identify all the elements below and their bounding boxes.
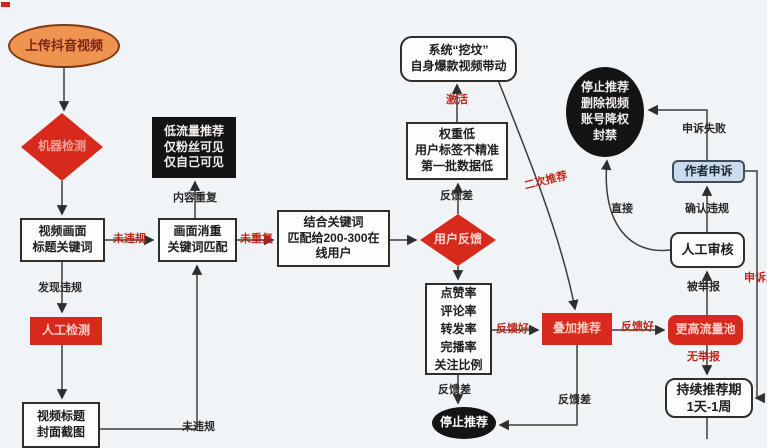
node-higher-pool-label: 更高流量池 [675, 322, 736, 337]
node-dedup-line2: 关键词匹配 [167, 240, 228, 254]
edge-label-feedback-good-right: 反馈好 [621, 321, 654, 333]
node-author-appeal-label: 作者申诉 [684, 163, 733, 178]
connector-author-appeal-to-stop-delete [647, 104, 708, 160]
node-keyword-line2: 匹配给200-300在 [287, 230, 380, 245]
node-grave-line1: 系统“挖坟” [428, 43, 489, 58]
node-system-grave-digging: 系统“挖坟” 自身爆款视频带动 [400, 36, 517, 82]
node-stop-delete-ban: 停止推荐 删除视频 账号降权 封禁 [566, 67, 644, 157]
connector-manual-review-direct-to-stop-delete [600, 159, 671, 252]
node-continuous-line1: 持续推荐期 [676, 381, 742, 397]
node-title-cover-line2: 封面截图 [36, 425, 85, 439]
corner-red-mark [1, 2, 10, 7]
node-title-cover-line1: 视频标题 [36, 409, 85, 424]
edge-label-content-duplicate: 内容重复 [173, 192, 217, 204]
edge-label-feedback-good-left: 反馈好 [496, 323, 529, 335]
node-upload-video: 上传抖音视频 [8, 24, 120, 68]
node-stop-delete-line4: 封禁 [592, 127, 617, 142]
node-manual-detect: 人工检测 [30, 317, 102, 345]
node-metrics-line1: 点赞率 [440, 286, 477, 300]
node-low-traffic-line1: 低流量推荐 [163, 123, 224, 138]
connector-author-appeal-to-continuous [745, 170, 765, 404]
node-metrics-line4: 完播率 [440, 340, 477, 354]
node-keyword-line3: 线用户 [315, 246, 352, 261]
node-title-cover-screenshot: 视频标题 封面截图 [22, 402, 100, 448]
edge-label-activate: 激活 [446, 94, 468, 106]
edge-label-appeal-success: 申诉成功 [744, 272, 767, 284]
node-keyword-line1: 结合关键词 [303, 214, 364, 229]
edge-label-feedback-bad-top: 反馈差 [440, 190, 473, 202]
node-metrics-line2: 评论率 [440, 304, 477, 318]
node-stop-delete-line3: 账号降权 [580, 112, 629, 126]
connector-stacked-to-stop-recommend [498, 345, 578, 431]
node-video-frame-keywords: 视频画面 标题关键词 [20, 218, 105, 262]
node-low-traffic-recommend: 低流量推荐 仅粉丝可见 仅自己可见 [152, 117, 236, 178]
node-metrics-line5: 关注比例 [434, 358, 483, 372]
node-low-traffic-line3: 仅自己可见 [163, 155, 224, 170]
edge-label-reported: 被举报 [687, 281, 720, 293]
edge-label-not-duplicate: 未重复 [240, 233, 273, 245]
node-stacked-recommend-label: 叠加推荐 [552, 321, 601, 336]
node-low-weight-line1: 权重低 [438, 127, 475, 142]
connector-lines [56, 68, 765, 439]
node-stop-delete-line2: 删除视频 [580, 96, 629, 111]
edge-label-appeal-failed: 申诉失败 [682, 123, 726, 135]
node-metrics-line3: 转发率 [440, 322, 477, 336]
node-higher-traffic-pool: 更高流量池 [668, 315, 743, 345]
edge-label-feedback-bad-stacked: 反馈差 [558, 394, 591, 406]
node-manual-detect-label: 人工检测 [41, 323, 90, 338]
node-stop-delete-line1: 停止推荐 [580, 80, 629, 95]
edge-label-not-violating-bottom: 未违规 [182, 421, 215, 433]
node-low-weight-line2: 用户标签不精准 [414, 143, 499, 158]
connector-grave-digging-to-stacked [497, 79, 579, 311]
node-upload-video-label: 上传抖音视频 [24, 38, 103, 54]
node-stop-recommend-label: 停止推荐 [439, 415, 488, 430]
node-user-feedback-label: 用户反馈 [433, 232, 482, 247]
node-grave-line2: 自身爆款视频带动 [410, 59, 507, 73]
node-machine-check-label: 机器检测 [37, 139, 86, 154]
node-keyword-match-users: 结合关键词 匹配给200-300在 线用户 [277, 210, 390, 267]
node-manual-review-label: 人工审核 [681, 242, 734, 258]
node-continuous-recommend-period: 持续推荐期 1天-1周 [665, 378, 753, 418]
node-low-weight-reasons: 权重低 用户标签不精准 第一批数据低 [406, 122, 508, 180]
edge-label-violation-found: 发现违规 [38, 282, 82, 294]
node-video-frame-line1: 视频画面 [38, 224, 87, 239]
node-frame-dedup-keyword-match: 画面消重 关键词匹配 [158, 218, 237, 262]
node-stop-recommend: 停止推荐 [432, 407, 496, 439]
node-engagement-metrics: 点赞率 评论率 转发率 完播率 关注比例 [425, 283, 492, 375]
node-stacked-recommend: 叠加推荐 [542, 313, 612, 345]
node-low-traffic-line2: 仅粉丝可见 [163, 139, 224, 154]
edge-label-not-violating-top: 未违规 [113, 233, 146, 245]
node-author-appeal: 作者申诉 [672, 160, 745, 183]
node-video-frame-line2: 标题关键词 [32, 240, 93, 254]
node-dedup-line1: 画面消重 [173, 224, 222, 239]
edge-label-direct: 直接 [611, 203, 633, 215]
edge-label-no-report: 无举报 [687, 351, 720, 363]
node-low-weight-line3: 第一批数据低 [420, 158, 493, 173]
node-continuous-line2: 1天-1周 [686, 399, 732, 414]
connector-title-cover-to-dedup [100, 264, 203, 430]
edge-label-confirm-violation: 确认违规 [685, 203, 729, 215]
edge-label-feedback-bad-metrics: 反馈差 [438, 384, 471, 396]
node-manual-review: 人工审核 [670, 232, 745, 268]
